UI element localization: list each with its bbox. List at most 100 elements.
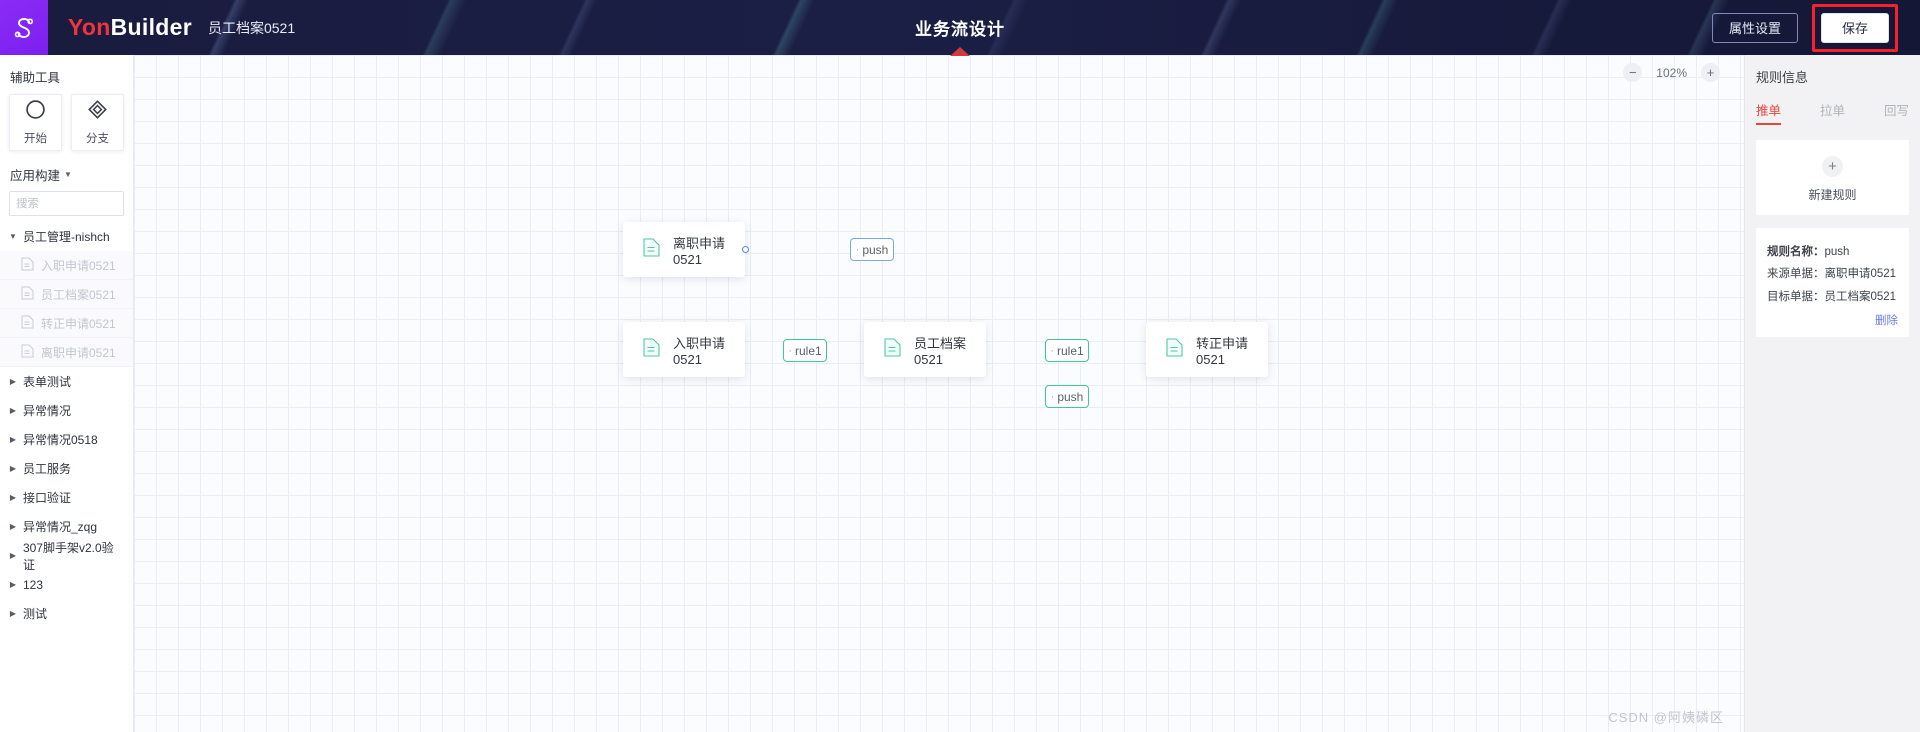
new-rule-label: 新建规则	[1808, 188, 1857, 202]
edge-dot-icon: ·	[1050, 390, 1055, 403]
edge-label-rule1[interactable]: ·rule1	[783, 339, 827, 362]
tree-node[interactable]: ▶ 表单测试	[0, 367, 133, 396]
caret-right-icon[interactable]: ▶	[9, 406, 17, 415]
tree-child-item[interactable]: 员工档案0521	[0, 280, 133, 309]
app-build-header[interactable]: 应用构建 ▼	[0, 151, 133, 191]
flow-node[interactable]: 员工档案0521	[864, 322, 986, 377]
rule-name-row: 规则名称：push	[1767, 246, 1850, 258]
tree-child-item[interactable]: 离职申请0521	[0, 338, 133, 367]
caret-right-icon[interactable]: ▶	[9, 522, 17, 531]
right-panel: 规则信息 推单 拉单 回写 + 新建规则 规则名称：push 来源单据：离职申请05…	[1744, 55, 1920, 732]
tree-node-label: 员工管理-nishch	[23, 230, 110, 244]
left-sidebar: 辅助工具 开始 分支	[0, 55, 134, 732]
document-icon	[643, 337, 660, 362]
tree-node[interactable]: ▶ 307脚手架v2.0验证	[0, 540, 133, 572]
caret-right-icon[interactable]: ▶	[9, 580, 17, 589]
chevron-down-icon: ▼	[64, 170, 72, 179]
tree-child-item[interactable]: 转正申请0521	[0, 309, 133, 338]
edge-dot-icon: ·	[788, 344, 792, 357]
zoom-in-button[interactable]: +	[1701, 63, 1720, 82]
canvas-grid	[134, 55, 1744, 732]
app-build-label: 应用构建	[10, 169, 61, 183]
tree-node-label: 307脚手架v2.0验证	[22, 540, 114, 572]
search-box[interactable]	[9, 191, 133, 216]
flow-node[interactable]: 入职申请0521	[623, 322, 745, 377]
rule-source-row: 来源单据：离职申请0521	[1767, 268, 1897, 281]
tree-node[interactable]: ▶ 异常情况0518	[0, 425, 133, 454]
search-input[interactable]	[16, 197, 133, 210]
rule-target-row: 目标单据：员工档案0521	[1767, 290, 1897, 303]
title-caret-icon	[950, 47, 970, 56]
new-rule-card[interactable]: + 新建规则	[1756, 140, 1909, 215]
caret-right-icon[interactable]: ▶	[9, 435, 17, 444]
edge-label-text: rule1	[1057, 343, 1084, 358]
header-actions: 属性设置 保存	[1711, 3, 1920, 52]
rule-tab[interactable]: 推单	[1756, 100, 1782, 125]
file-icon	[21, 344, 34, 361]
rule-target-value: 员工档案0521	[1824, 290, 1897, 303]
file-icon	[21, 286, 34, 303]
flow-node[interactable]: 转正申请0521	[1146, 322, 1268, 377]
file-icon	[21, 315, 34, 332]
tree-node[interactable]: ▶员工服务	[0, 454, 133, 483]
edge-label-push[interactable]: ·push	[850, 238, 894, 261]
s-logo-icon[interactable]	[0, 0, 48, 55]
tree-node[interactable]: ▶ 测试	[0, 599, 133, 628]
flow-node[interactable]: 离职申请0521	[623, 222, 745, 277]
tree-node-label: 测试	[23, 607, 48, 621]
edge-label-push[interactable]: ·push	[1045, 385, 1089, 408]
rule-source-label: 来源单据	[1767, 268, 1813, 281]
rule-tab[interactable]: 拉单	[1819, 104, 1845, 118]
rule-source-value: 离职申请0521	[1824, 268, 1897, 281]
tree-child-label: 入职申请0521	[41, 258, 116, 273]
diamond-icon	[87, 99, 108, 125]
brand-logo: YonBuilder	[68, 14, 192, 41]
tree-node[interactable]: ▶接口验证	[0, 483, 133, 512]
tree-node-label: 表单测试	[23, 375, 72, 389]
tool-start-label: 开始	[24, 133, 47, 145]
watermark: CSDN @阿姨磷区	[1608, 710, 1724, 725]
circle-icon	[25, 99, 46, 125]
caret-right-icon[interactable]: ▶	[9, 551, 17, 560]
tree-node[interactable]: ▶ 异常情况	[0, 396, 133, 425]
tree-node-label: 异常情况	[23, 404, 72, 418]
caret-right-icon[interactable]: ▶	[9, 377, 17, 386]
property-settings-button[interactable]: 属性设置	[1711, 12, 1798, 43]
caret-right-icon[interactable]: ▶	[9, 609, 17, 618]
app-header: YonBuilder 员工档案0521 业务流设计 属性设置 保存	[0, 0, 1920, 56]
save-highlight-box: 保存	[1811, 3, 1898, 52]
zoom-controls: − 102% +	[1623, 63, 1720, 82]
rule-tab[interactable]: 回写	[1883, 104, 1909, 118]
flow-canvas[interactable]: − 102% +	[134, 55, 1744, 732]
tree-node[interactable]: ▶异常情况_zqg	[0, 512, 133, 541]
app-body: 辅助工具 开始 分支	[0, 55, 1920, 732]
caret-right-icon[interactable]: ▶	[9, 464, 17, 473]
document-icon	[1166, 337, 1183, 362]
node-output-port[interactable]	[742, 246, 749, 253]
delete-rule-link[interactable]: 删除	[1875, 315, 1898, 328]
tree-child-label: 离职申请0521	[41, 345, 116, 360]
tree-node-label: 异常情况0518	[23, 433, 98, 447]
rule-name-label: 规则名称	[1767, 246, 1813, 258]
caret-right-icon[interactable]: ▶	[9, 493, 17, 502]
tree-node[interactable]: ▶123	[0, 570, 133, 599]
tool-branch[interactable]: 分支	[71, 94, 124, 151]
tree-child-item[interactable]: 入职申请0521	[0, 251, 133, 280]
flow-node-label: 入职申请0521	[673, 335, 726, 367]
save-button[interactable]: 保存	[1820, 12, 1889, 43]
document-title: 员工档案0521	[207, 19, 296, 36]
tree-node[interactable]: ▼ 员工管理-nishch	[0, 222, 133, 251]
caret-down-icon[interactable]: ▼	[9, 232, 17, 241]
tool-start[interactable]: 开始	[9, 94, 62, 151]
edge-label-text: push	[862, 242, 889, 257]
edge-label-rule1[interactable]: ·rule1	[1045, 339, 1089, 362]
tool-branch-label: 分支	[86, 133, 109, 145]
page-title: 业务流设计	[915, 20, 1005, 39]
rule-info-title: 规则信息	[1756, 70, 1809, 85]
zoom-out-button[interactable]: −	[1623, 63, 1643, 82]
zoom-level-label: 102%	[1656, 65, 1687, 80]
document-icon	[884, 337, 901, 362]
edge-label-text: rule1	[795, 343, 822, 358]
